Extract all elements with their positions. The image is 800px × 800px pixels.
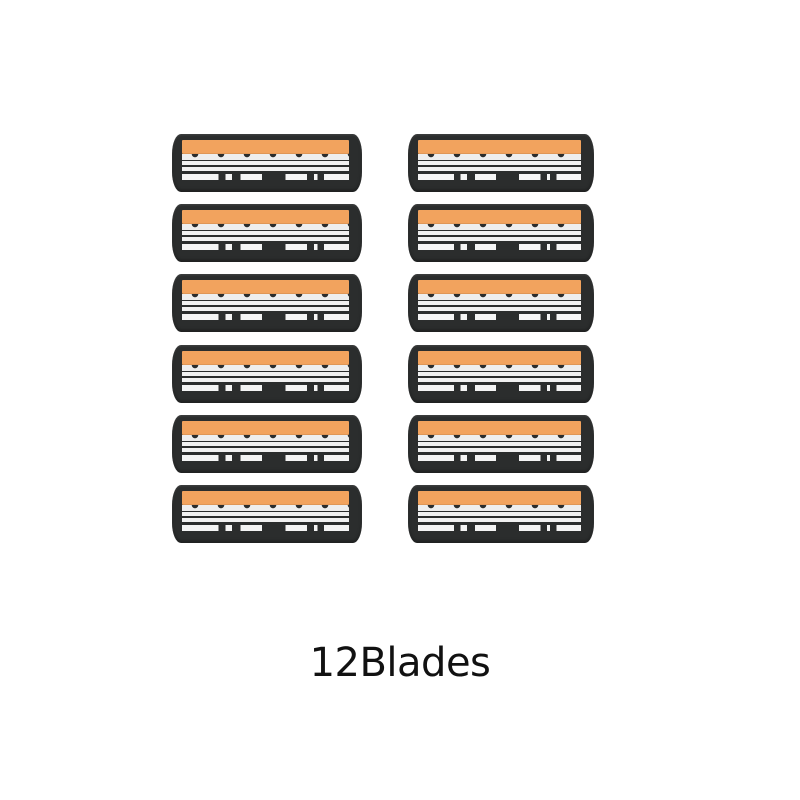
lubricating-strip (418, 210, 581, 224)
blade (418, 518, 581, 522)
blade-guard-bottom (418, 455, 581, 461)
razor-cartridge (172, 134, 362, 192)
blade-guard-bottom (182, 455, 349, 461)
blade-guard-teeth (182, 365, 349, 371)
razor-cartridge (408, 485, 594, 543)
razor-cartridge (408, 204, 594, 262)
blade (418, 378, 581, 382)
razor-cartridge (172, 204, 362, 262)
razor-cartridge (172, 274, 362, 332)
blade (418, 307, 581, 311)
blade (182, 518, 349, 522)
blade-guard-teeth (182, 435, 349, 441)
blade-guard-bottom (418, 385, 581, 391)
blade (182, 372, 349, 376)
blade-guard-bottom (418, 525, 581, 531)
lubricating-strip (182, 491, 349, 505)
blade-guard-teeth (182, 154, 349, 160)
blade-cartridge-grid (172, 134, 594, 543)
blade (182, 442, 349, 446)
blade-guard-teeth (182, 294, 349, 300)
lubricating-strip (182, 351, 349, 365)
blade (418, 237, 581, 241)
razor-cartridge (408, 274, 594, 332)
blade (418, 372, 581, 376)
blade-guard-teeth (418, 294, 581, 300)
blade-guard-teeth (418, 365, 581, 371)
blade (182, 512, 349, 516)
lubricating-strip (182, 421, 349, 435)
blade (418, 231, 581, 235)
blade (418, 448, 581, 452)
blade-guard-bottom (182, 385, 349, 391)
razor-cartridge (172, 345, 362, 403)
blade (182, 161, 349, 165)
blade (182, 237, 349, 241)
blade-guard-teeth (418, 224, 581, 230)
razor-cartridge (408, 134, 594, 192)
razor-cartridge (408, 415, 594, 473)
lubricating-strip (418, 351, 581, 365)
razor-cartridge (172, 415, 362, 473)
blade-guard-bottom (182, 244, 349, 250)
blade-guard-bottom (182, 314, 349, 320)
razor-cartridge (172, 485, 362, 543)
blade (418, 442, 581, 446)
blade (182, 307, 349, 311)
lubricating-strip (182, 280, 349, 294)
razor-cartridge (408, 345, 594, 403)
lubricating-strip (182, 210, 349, 224)
lubricating-strip (418, 280, 581, 294)
blade-guard-teeth (418, 505, 581, 511)
blade (418, 161, 581, 165)
blade-guard-teeth (182, 224, 349, 230)
blade-guard-teeth (418, 435, 581, 441)
blade-guard-teeth (182, 505, 349, 511)
blade-guard-bottom (418, 314, 581, 320)
product-caption: 12Blades (309, 640, 491, 686)
blade (182, 301, 349, 305)
blade-guard-bottom (418, 174, 581, 180)
lubricating-strip (418, 140, 581, 154)
lubricating-strip (182, 140, 349, 154)
blade (182, 448, 349, 452)
blade-guard-teeth (418, 154, 581, 160)
blade-guard-bottom (182, 525, 349, 531)
blade (418, 167, 581, 171)
blade (182, 231, 349, 235)
blade-guard-bottom (418, 244, 581, 250)
lubricating-strip (418, 491, 581, 505)
blade (182, 167, 349, 171)
blade (182, 378, 349, 382)
blade-guard-bottom (182, 174, 349, 180)
blade (418, 512, 581, 516)
blade (418, 301, 581, 305)
lubricating-strip (418, 421, 581, 435)
